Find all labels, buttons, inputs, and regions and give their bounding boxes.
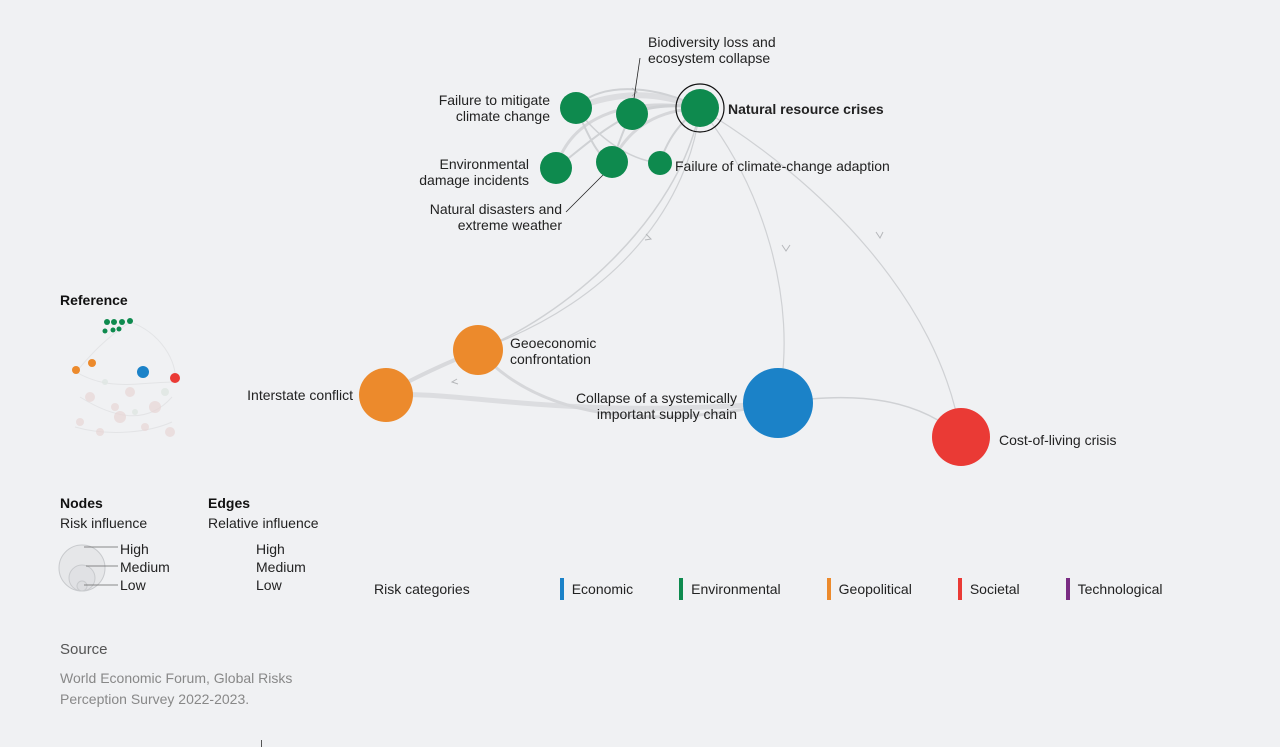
category-swatch (559, 578, 564, 600)
edge (383, 391, 781, 411)
node-label-line: Biodiversity loss and (648, 34, 776, 50)
source-text: World Economic Forum, Global Risks Perce… (60, 670, 293, 707)
node-label-line: climate change (456, 108, 550, 124)
edges-level-high: High (256, 541, 285, 557)
node-failure-to-mitigate[interactable] (560, 92, 592, 124)
category-swatch (957, 578, 962, 600)
node-label-line: Environmental (440, 156, 530, 172)
arrow-icon (781, 244, 791, 252)
divider-tick (261, 740, 262, 747)
reference-thumbnail (72, 318, 180, 437)
category-label: Environmental (691, 581, 781, 597)
node-label-line: Interstate conflict (247, 387, 353, 403)
node-label-line: Collapse of a systemically (576, 390, 737, 406)
arrow-icon (631, 87, 638, 97)
node-label-line: confrontation (510, 351, 591, 367)
arrow-icon (644, 233, 653, 241)
node-label-line: important supply chain (597, 406, 737, 422)
category-label: Economic (571, 581, 634, 597)
edges-level-medium: Medium (256, 559, 306, 575)
node-cost-of-living[interactable] (932, 408, 990, 466)
node-label-line: Failure to mitigate (439, 92, 550, 108)
arrow-icon (875, 231, 884, 239)
edge (699, 107, 785, 404)
node-label-line: damage incidents (419, 172, 529, 188)
node-biodiversity-loss[interactable] (616, 98, 648, 130)
node-label-line: Geoeconomic (510, 335, 596, 351)
node-label-line: Natural resource crises (728, 101, 884, 117)
category-economic[interactable]: Economic (559, 578, 634, 600)
category-environmental[interactable]: Environmental (679, 578, 781, 600)
edges-legend-subtitle: Relative influence (208, 515, 319, 531)
category-geopolitical[interactable]: Geopolitical (826, 578, 912, 600)
edge (476, 348, 780, 419)
node-label-cost-of-living: Cost-of-living crisis (999, 432, 1116, 448)
node-failure-adaption[interactable] (648, 151, 672, 175)
category-societal[interactable]: Societal (957, 578, 1020, 600)
edge-arrows (450, 87, 884, 385)
risk-categories-items: Economic Environmental Geopolitical Societa… (516, 578, 1163, 600)
category-label: Technological (1077, 581, 1163, 597)
node-labels: Natural resource crises Failure to mitiga… (247, 34, 1116, 448)
node-label-line: Natural disasters and (430, 201, 562, 217)
source-title: Source (60, 641, 108, 658)
node-label-failure-adaption: Failure of climate-change adaption (675, 158, 890, 174)
edges-level-low: Low (256, 577, 282, 593)
node-label-line: extreme weather (458, 217, 563, 233)
node-size-legend (58, 544, 118, 592)
node-label-line: Failure of climate-change adaption (675, 158, 890, 174)
selected-node-ring (675, 83, 725, 133)
edges-legend-title: Edges (208, 495, 251, 511)
node-geoeconomic-confrontation[interactable] (453, 325, 503, 375)
nodes-legend-levels: High Medium Low (120, 540, 170, 594)
category-swatch (1065, 578, 1070, 600)
risk-categories-legend: Risk categories Economic Environmental Geo… (374, 578, 1162, 600)
reference-title: Reference (60, 292, 128, 308)
category-swatch (826, 578, 831, 600)
category-label: Geopolitical (838, 581, 912, 597)
node-interstate-conflict[interactable] (359, 368, 413, 422)
edges (383, 88, 962, 438)
edge (699, 107, 962, 438)
node-natural-resource-crises[interactable] (681, 89, 719, 127)
node-supply-chain-collapse[interactable] (743, 368, 813, 438)
nodes (359, 83, 990, 466)
category-swatch (679, 578, 684, 600)
edge (477, 107, 701, 351)
edge (477, 107, 701, 351)
node-label-natural-resource-crises: Natural resource crises (728, 101, 884, 117)
node-label-line: Cost-of-living crisis (999, 432, 1116, 448)
node-natural-disasters[interactable] (596, 146, 628, 178)
node-label-line: ecosystem collapse (648, 50, 770, 66)
node-label-interstate-conflict: Interstate conflict (247, 387, 353, 403)
category-technological[interactable]: Technological (1065, 578, 1163, 600)
category-label: Societal (969, 581, 1020, 597)
node-environmental-damage[interactable] (540, 152, 572, 184)
nodes-legend-subtitle: Risk influence (60, 515, 148, 531)
nodes-level-high: High (120, 541, 149, 557)
nodes-legend-title: Nodes (60, 495, 103, 511)
risk-categories-title: Risk categories (374, 581, 470, 597)
arrow-icon (450, 378, 459, 385)
edges-legend-levels: High Medium Low (256, 540, 306, 594)
nodes-level-low: Low (120, 577, 146, 593)
nodes-level-medium: Medium (120, 559, 170, 575)
